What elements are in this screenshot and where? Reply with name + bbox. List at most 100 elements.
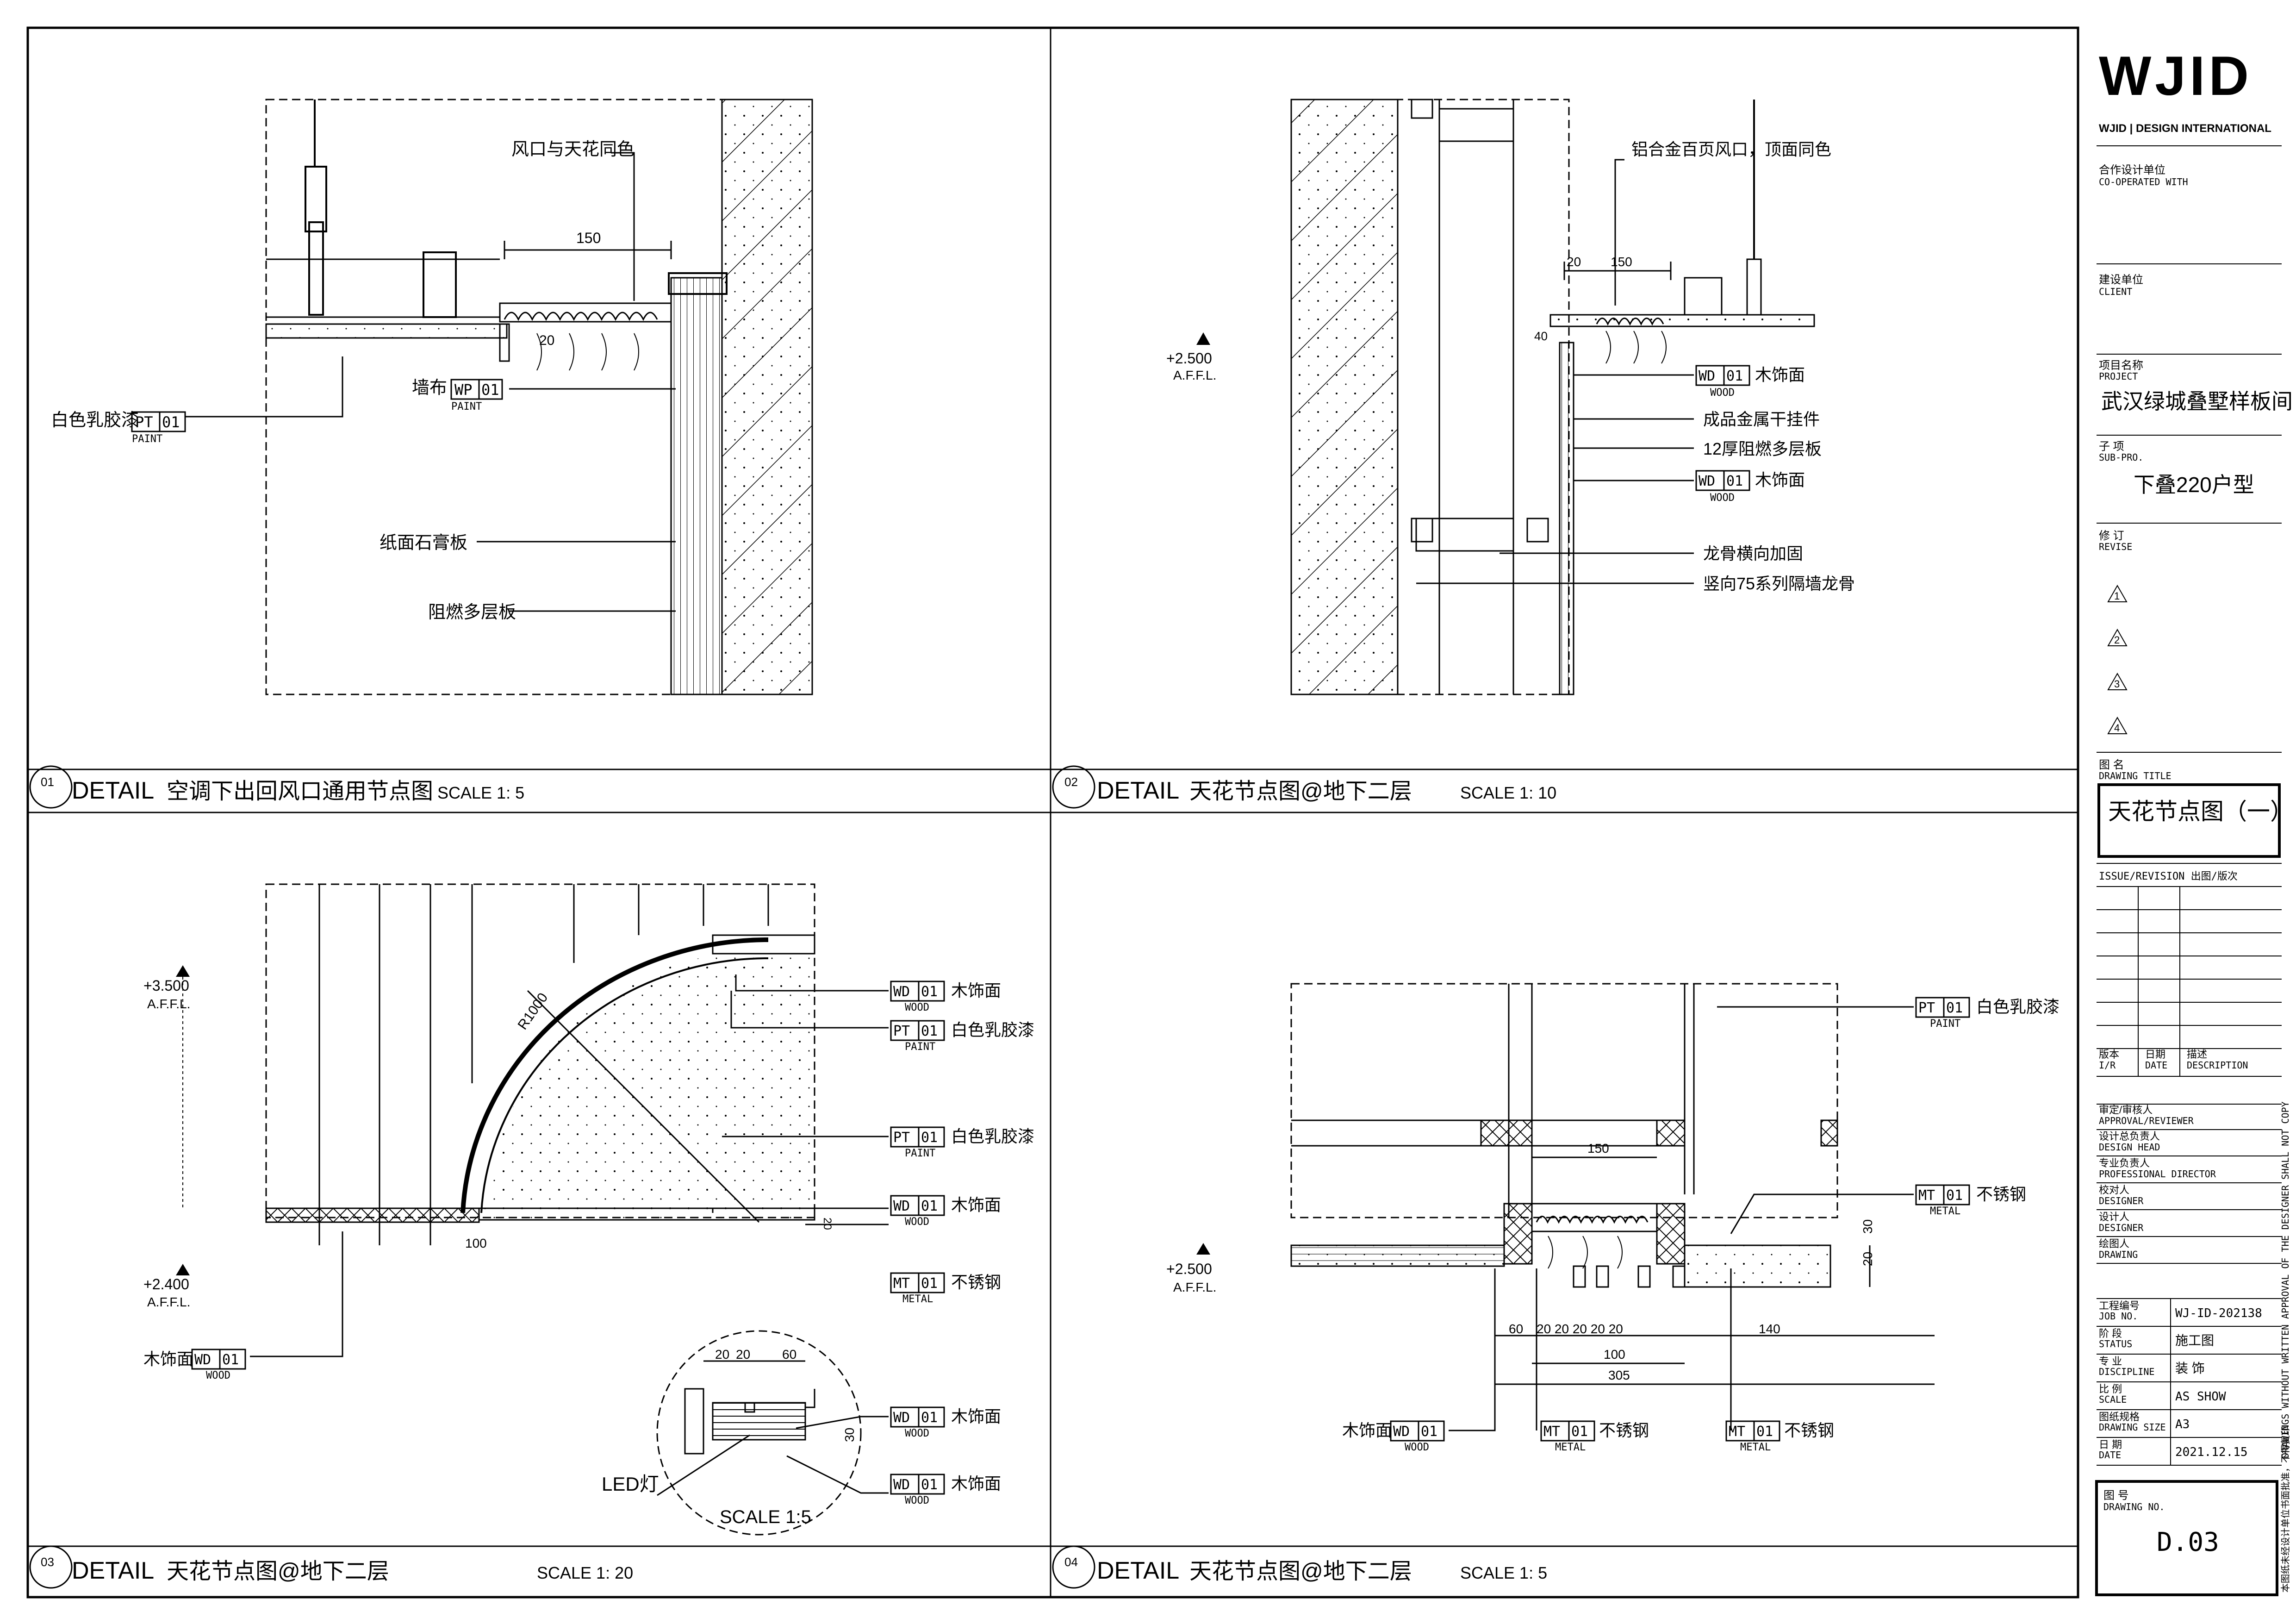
- mt-sub-a: METAL: [1555, 1442, 1586, 1453]
- detail-number-3: 03: [41, 1555, 54, 1569]
- hanger-label: 成品金属干挂件: [1703, 410, 1820, 429]
- mt-sub: METAL: [902, 1293, 933, 1305]
- wd-num-b: 01: [921, 1198, 938, 1214]
- paint-label-b: 白色乳胶漆: [951, 1127, 1034, 1146]
- mt-num-4: 01: [1946, 1187, 1963, 1204]
- dim-150: 150: [1611, 255, 1632, 269]
- role-4-en: DESIGNER: [2099, 1222, 2144, 1233]
- mt-num: 01: [921, 1275, 938, 1292]
- paint-label-4: 白色乳胶漆: [1976, 997, 2060, 1016]
- mt-code-a: MT: [1543, 1424, 1560, 1440]
- company-name: WJID | DESIGN INTERNATIONAL: [2099, 122, 2271, 135]
- role-3-cn: 校对人: [2099, 1184, 2129, 1196]
- wd-code-i2: WD: [893, 1477, 910, 1493]
- rev-col-date-cn: 日期: [2145, 1049, 2165, 1060]
- revision-3: 3: [2114, 678, 2120, 690]
- dim-140-4: 140: [1759, 1322, 1780, 1336]
- subpro-en: SUB-PRO.: [2099, 452, 2143, 463]
- detail-word-4: DETAIL: [1097, 1557, 1179, 1584]
- wood-label-b: 木饰面: [951, 1195, 1001, 1214]
- tag-metal: MT 01 METAL 不锈钢: [890, 1272, 1001, 1305]
- detail-number-4: 04: [1064, 1555, 1078, 1569]
- drawing-title-cn: 图 名: [2099, 759, 2124, 771]
- role-2-cn: 专业负责人: [2099, 1157, 2150, 1169]
- wd-code-i1: WD: [893, 1410, 910, 1426]
- detail-01-caption: 01 DETAIL 空调下出回风口通用节点图 SCALE 1: 5: [29, 765, 524, 809]
- project-en: PROJECT: [2099, 371, 2138, 382]
- wood-label-2: 木饰面: [1755, 470, 1805, 489]
- company-logo: WJID: [2099, 45, 2252, 107]
- mt-code-4: MT: [1918, 1187, 1935, 1204]
- paint-label-a: 白色乳胶漆: [951, 1020, 1034, 1039]
- info-3-en: SCALE: [2099, 1394, 2127, 1405]
- wd-code: WD: [893, 984, 910, 1000]
- roles-list: 审定/审核人 APPROVAL/REVIEWER 设计总负责人 DESIGN H…: [2097, 1104, 2282, 1264]
- wd-num-4: 01: [1421, 1424, 1437, 1440]
- size-value: A3: [2175, 1418, 2190, 1431]
- detail-01-drawing: [185, 99, 813, 695]
- pt-code-b: PT: [893, 1130, 910, 1146]
- drawing-title-en: DRAWING TITLE: [2099, 770, 2172, 781]
- mt-sub-b: METAL: [1740, 1442, 1771, 1453]
- tag-inset-wood2: WD 01 WOOD 木饰面: [890, 1474, 1001, 1506]
- detail-04-labels: +2.500 A.F.F.L. 150 60 20 20 20 20 20 14…: [1166, 997, 2060, 1453]
- metal-label: 不锈钢: [951, 1273, 1001, 1292]
- role-0-en: APPROVAL/REVIEWER: [2099, 1115, 2194, 1126]
- pt-num-4: 01: [1946, 1000, 1963, 1016]
- detail-scale-4: SCALE 1: 5: [1460, 1563, 1547, 1582]
- scale-value: AS SHOW: [2175, 1390, 2226, 1404]
- inset-dim-20a: 20: [715, 1347, 729, 1362]
- level-label: +2.500: [1166, 350, 1212, 367]
- dim-150: 150: [576, 230, 601, 246]
- revision-triangles: 1 2 3 4: [2107, 584, 2128, 734]
- detail-word: DETAIL: [72, 777, 154, 804]
- pt-code: PT: [135, 413, 153, 431]
- copy-note-cn: 本图纸未经设计单位书面批准，不得复印: [2280, 1426, 2291, 1593]
- wd-sub-i1: WOOD: [905, 1428, 929, 1439]
- inset-dim-20b: 20: [736, 1347, 750, 1362]
- wallcloth-label: 墙布: [412, 378, 447, 398]
- pt-sub-b: PAINT: [905, 1148, 935, 1159]
- detail-title: 空调下出回风口通用节点图: [167, 779, 433, 804]
- affl-top: A.F.F.L.: [147, 997, 190, 1011]
- inset-wood-1: 木饰面: [951, 1407, 1001, 1426]
- wd-num: 01: [1726, 368, 1743, 384]
- wd-num-i1: 01: [921, 1410, 938, 1426]
- metal-label-r: 不锈钢: [1976, 1185, 2026, 1204]
- info-5-cn: 日 期: [2099, 1439, 2122, 1450]
- tag-wood-a: WD 01 WOOD 木饰面: [890, 981, 1001, 1013]
- detail-02-labels: +2.500 A.F.F.L. 20 150 40 铝合金百页风口，顶面同色 W…: [1166, 140, 1855, 593]
- drawing-no-cn: 图 号: [2103, 1489, 2129, 1502]
- affl-label: A.F.F.L.: [1173, 368, 1216, 382]
- tag-metal-r: MT 01 METAL 不锈钢: [1915, 1184, 2026, 1217]
- info-0-en: JOB NO.: [2099, 1311, 2138, 1322]
- louver-label: 铝合金百页风口，顶面同色: [1631, 140, 1831, 159]
- drawing-title: 天花节点图（一）: [2108, 799, 2293, 824]
- revise-en: REVISE: [2099, 541, 2132, 552]
- wd-sub: WOOD: [1710, 387, 1735, 399]
- drawing-no-en: DRAWING NO.: [2103, 1501, 2165, 1512]
- date-value: 2021.12.15: [2175, 1445, 2248, 1459]
- wd-sub-i2: WOOD: [905, 1495, 929, 1506]
- wd-num-i2: 01: [921, 1477, 938, 1493]
- dims-20-4: 20 20 20 20 20: [1537, 1322, 1623, 1336]
- role-1-cn: 设计总负责人: [2099, 1131, 2160, 1142]
- mt-num-a: 01: [1571, 1424, 1588, 1440]
- project-name: 武汉绿城叠墅样板间: [2101, 389, 2293, 413]
- role-3-en: DESIGNER: [2099, 1195, 2144, 1206]
- pt-sub: PAINT: [905, 1041, 935, 1053]
- wd-num-2: 01: [1726, 473, 1743, 489]
- rev-col-ver-cn: 版本: [2099, 1049, 2119, 1060]
- info-2-cn: 专 业: [2099, 1355, 2122, 1367]
- mt-code-b: MT: [1729, 1424, 1745, 1440]
- vent-label: 风口与天花同色: [511, 140, 635, 159]
- wood-label-1: 木饰面: [1755, 365, 1805, 384]
- pt-sub-4: PAINT: [1930, 1018, 1960, 1030]
- title-block: WJID WJID | DESIGN INTERNATIONAL 合作设计单位 …: [2077, 28, 2293, 1597]
- keel-h-label: 龙骨横向加固: [1703, 544, 1803, 563]
- copy-note-en: DRAWINGS WITHOUT WRITTEN APPROVAL OF THE…: [2280, 1101, 2291, 1458]
- pt-num-b: 01: [921, 1130, 938, 1146]
- mt-code: MT: [893, 1275, 910, 1292]
- client-en: CLIENT: [2099, 286, 2132, 297]
- wd-num: 01: [921, 984, 938, 1000]
